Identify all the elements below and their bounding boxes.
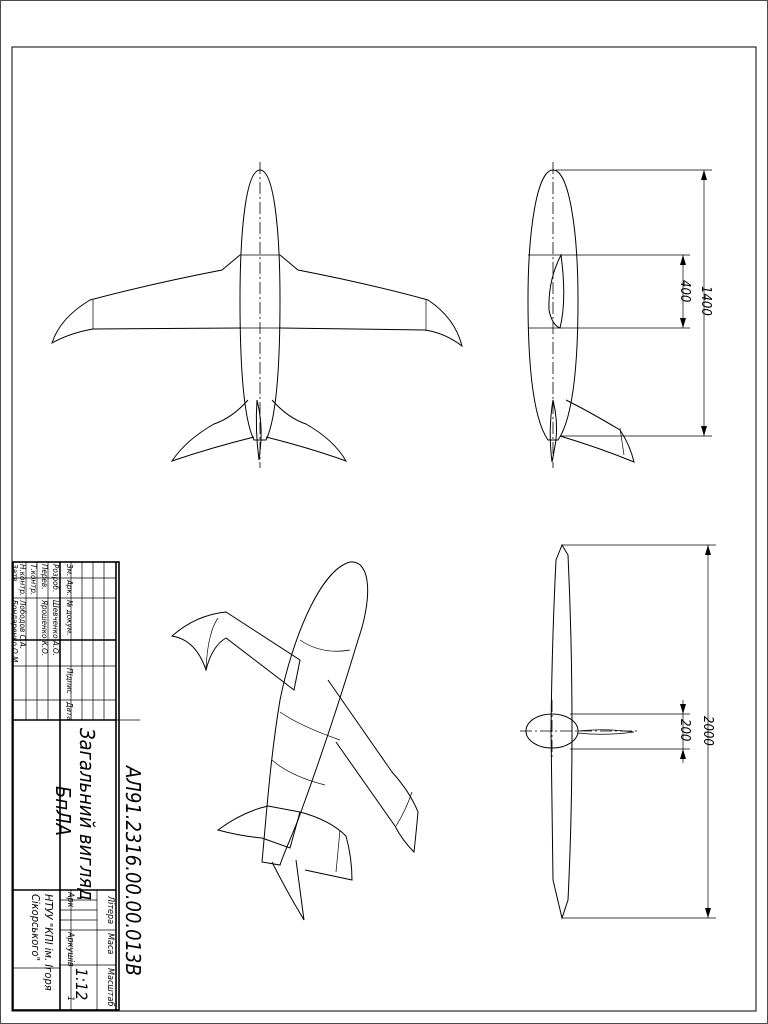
name-rozrob: Шевченко А.О. <box>51 600 60 656</box>
dim-chord: 200 <box>677 719 692 741</box>
dim-fuselage-length: 1400 <box>698 286 713 316</box>
sheets-count: 1 <box>65 996 75 1001</box>
col-date: Дата <box>65 701 74 721</box>
row-perev: Перев. <box>40 564 49 589</box>
doc-code: АЛ91.2316.00.00.013В <box>121 765 145 976</box>
row-zatv: Затв. <box>10 564 19 584</box>
scale-value: 1:12 <box>72 968 91 1000</box>
row-nkontr: Н.контр. <box>18 564 27 596</box>
title-block <box>12 561 140 1011</box>
top-view <box>51 162 463 468</box>
drawing-title-2: БпЛА <box>51 786 75 836</box>
isometric-view <box>170 561 419 921</box>
organization: НТУУ "КПІ ім. Ігоря <box>42 894 55 991</box>
row-rozrob: Розроб. <box>51 564 60 592</box>
drawing-frame <box>11 46 757 1012</box>
hdr-masshtab: Масштаб <box>105 968 115 1006</box>
dim-wing-root: 400 <box>677 280 692 302</box>
col-sign: Підпис <box>65 668 74 694</box>
name-nkontr: Лободов С.А. <box>18 599 27 649</box>
sheets-label: Аркушів <box>65 931 75 967</box>
front-view <box>520 543 716 920</box>
organization-2: Сікорського" <box>29 894 42 961</box>
name-zatv: Бондаренко О.М. <box>10 600 19 665</box>
drawing-title: Загальний вигляд <box>75 728 99 901</box>
col-ark: Арк. <box>65 579 74 596</box>
sheet-label: Арк <box>65 891 75 908</box>
hdr-litera: Літера <box>105 895 115 924</box>
name-perev: Ярошенко К.О. <box>40 599 49 656</box>
col-zm: Зм. <box>65 564 74 576</box>
side-view <box>527 162 712 468</box>
col-doc: № докум. <box>65 599 74 635</box>
hdr-masa: Маса <box>105 933 115 954</box>
dim-wingspan: 2000 <box>700 716 715 746</box>
row-tkontr: Т.контр. <box>29 564 38 595</box>
